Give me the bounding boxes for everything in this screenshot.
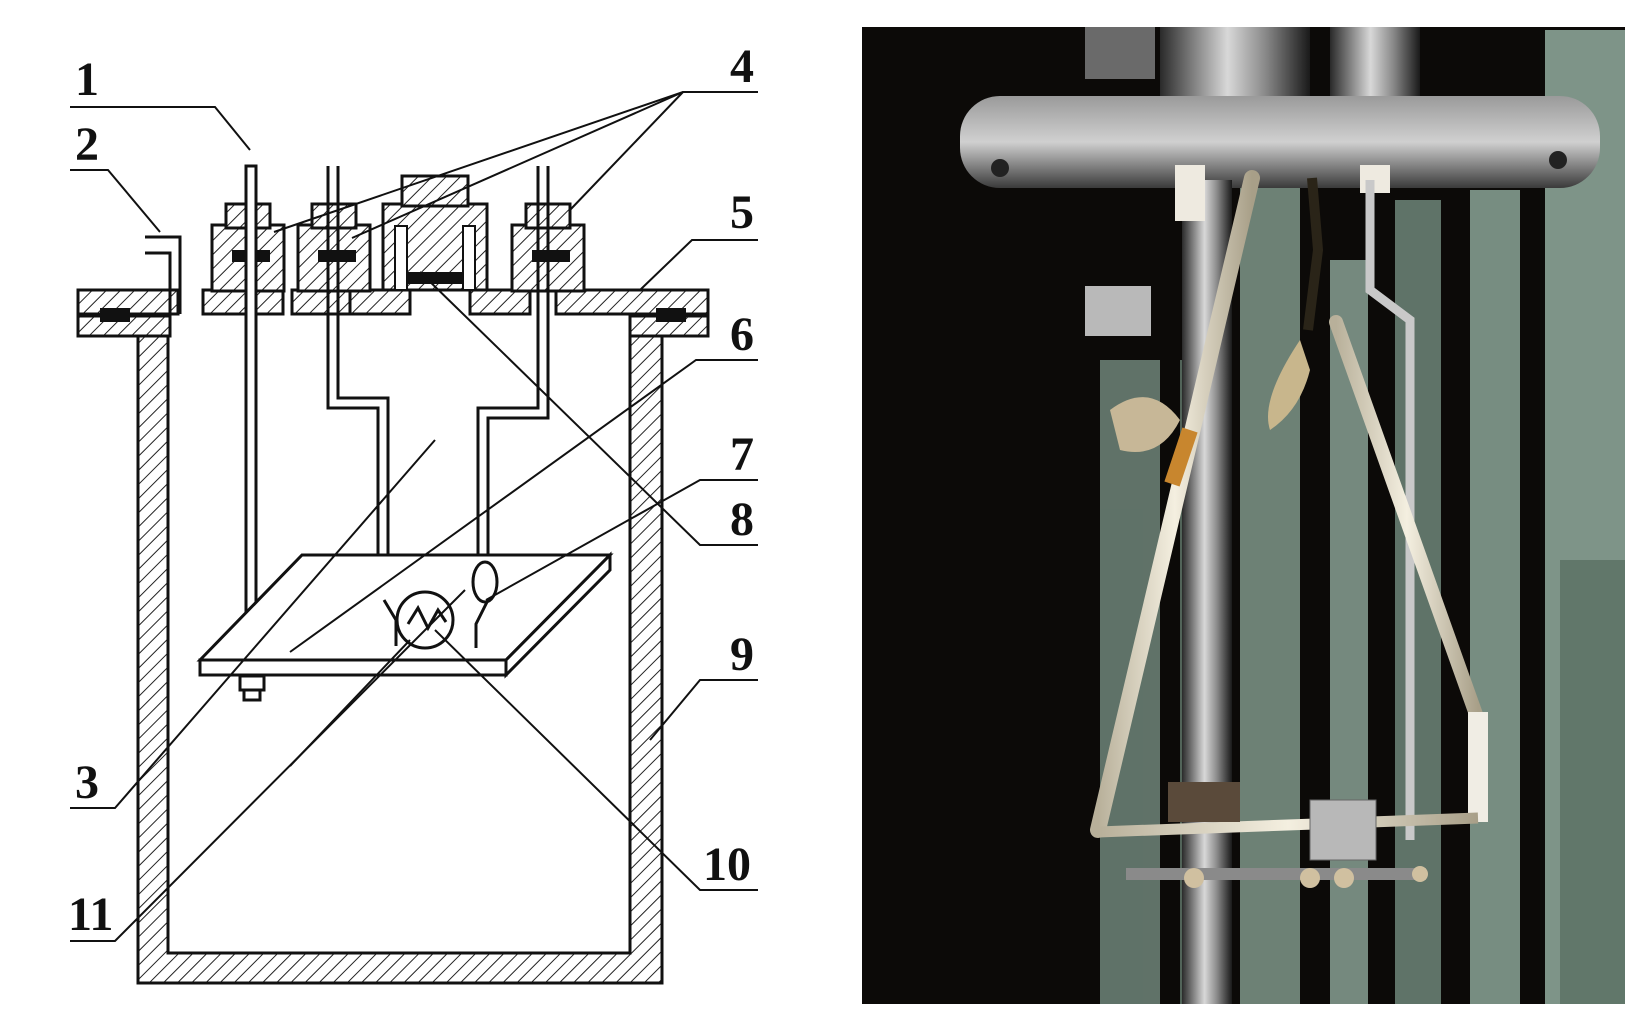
callout-1: 1 — [75, 53, 99, 106]
callout-3: 3 — [75, 756, 99, 809]
leader-3 — [70, 439, 436, 809]
flange-bolt-hole — [991, 159, 1009, 177]
schematic-diagram: 1 2 3 4 5 6 7 8 9 10 11 — [68, 40, 758, 985]
leader-9 — [649, 679, 758, 741]
heater-lead-left — [382, 599, 398, 646]
bottom-plate — [1126, 868, 1426, 880]
specimen-platform-front — [198, 658, 508, 677]
leader-6 — [289, 359, 758, 653]
leader-1 — [70, 106, 251, 151]
lid-segment — [201, 288, 285, 316]
gas-inlet-pipe — [145, 235, 182, 314]
thermocouple-tube-right — [476, 166, 550, 590]
leader-4b — [351, 91, 684, 239]
support-rod — [244, 164, 258, 666]
plate-nut — [1412, 866, 1428, 882]
callout-9: 9 — [730, 628, 754, 681]
leader-11 — [70, 589, 466, 942]
callout-6: 6 — [730, 308, 754, 361]
callout-5: 5 — [730, 186, 754, 239]
leader-10 — [434, 629, 758, 891]
bottom-bar — [1097, 812, 1479, 838]
callout-10: 10 — [703, 838, 751, 891]
top-fitting-center — [1160, 27, 1310, 107]
feedthrough-cap — [1175, 165, 1205, 221]
dark-wire — [1303, 177, 1324, 331]
lid-segment — [554, 288, 710, 316]
ceramic-tube-left — [1090, 170, 1260, 838]
support-nut — [238, 674, 266, 692]
lid-segment — [468, 288, 532, 316]
top-fitting-left — [1085, 27, 1155, 79]
leader-5 — [639, 239, 758, 291]
leader-7 — [485, 479, 758, 601]
bent-metal-rod — [1365, 180, 1415, 840]
lid-segment — [290, 288, 354, 316]
leader-8 — [419, 271, 758, 546]
leader-lines — [70, 91, 758, 942]
top-fitting-right — [1330, 27, 1420, 102]
flange-plate — [960, 96, 1600, 188]
sample-block — [1309, 799, 1377, 861]
photograph — [862, 27, 1625, 1004]
plate-nut — [1184, 868, 1204, 888]
junction-loop — [471, 560, 499, 604]
leader-2 — [70, 169, 161, 233]
leader-11b — [289, 639, 411, 767]
callout-7: 7 — [730, 428, 754, 481]
ceramic-tube-stain — [1164, 427, 1198, 487]
sealing-gland-2 — [296, 202, 372, 293]
central-port-plug — [381, 174, 489, 292]
callout-11: 11 — [68, 888, 113, 941]
callout-4: 4 — [730, 40, 754, 93]
support-nut — [242, 688, 262, 702]
feedthrough-cap — [1360, 165, 1390, 193]
callout-8: 8 — [730, 493, 754, 546]
seal-gasket-left — [100, 308, 130, 322]
tube-clip — [1468, 712, 1488, 822]
heater-lead-right — [474, 599, 490, 648]
seal-gasket-right — [656, 308, 686, 322]
lid-segment — [348, 288, 412, 316]
plate-nut — [1300, 868, 1320, 888]
callout-2: 2 — [75, 118, 99, 171]
flange-bolt-hole — [1549, 151, 1567, 169]
plate-nut — [1334, 868, 1354, 888]
leader-4c — [569, 91, 684, 211]
specimen-platform-side — [504, 551, 612, 679]
spring-left — [1168, 782, 1240, 822]
ceramic-tube-right — [1329, 315, 1485, 727]
